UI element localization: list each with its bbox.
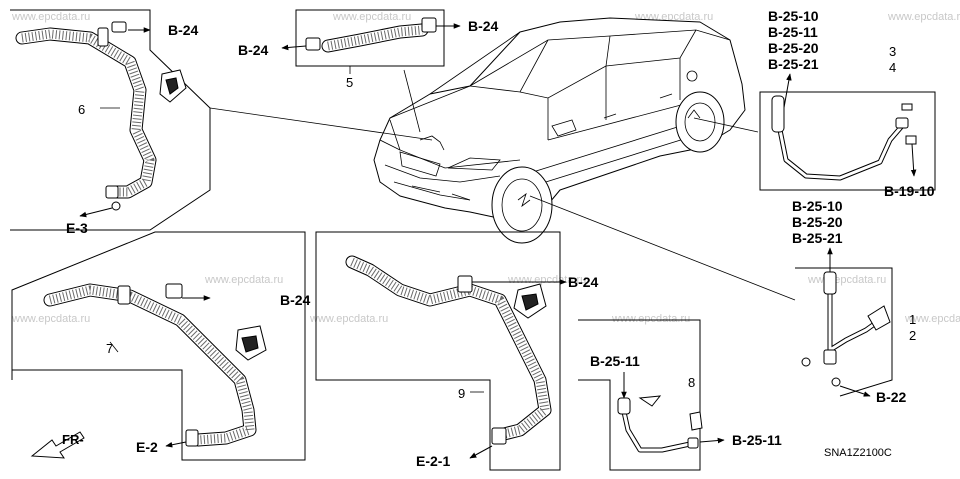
car-illustration bbox=[373, 17, 746, 244]
ref-label: B-24 bbox=[168, 22, 199, 38]
leader-line bbox=[529, 195, 796, 301]
watermark: www.epcdata.ru bbox=[332, 11, 411, 23]
ref-group-top: B-25-21 bbox=[768, 56, 819, 72]
watermark: www.epcdata.ru bbox=[611, 313, 690, 325]
callout-number: 6 bbox=[78, 102, 85, 117]
watermark: www.epcdata.ru bbox=[11, 11, 90, 23]
ref-label: B-25-11 bbox=[590, 353, 640, 369]
leader-line bbox=[403, 69, 421, 133]
part-6-group: 6 B-24 E-3 bbox=[10, 9, 211, 236]
part-1-2-group: B-25-10 B-25-20 B-25-21 1 2 B-22 bbox=[792, 198, 916, 405]
callout-number: 8 bbox=[688, 375, 695, 390]
part-7-group: 7 B-24 E-2 bbox=[11, 231, 311, 461]
leader-line bbox=[209, 107, 433, 141]
watermark: www.epcdata.ru bbox=[11, 313, 90, 325]
watermark: www.epcdata.ru bbox=[204, 274, 283, 286]
part-frame bbox=[315, 231, 561, 471]
ref-label: E-2 bbox=[136, 439, 158, 455]
callout-number: 9 bbox=[458, 386, 465, 401]
part-5-group: 5 B-24 B-24 bbox=[238, 9, 499, 90]
ref-label: B-24 bbox=[468, 18, 499, 34]
ref-group-top: B-25-11 bbox=[768, 24, 818, 40]
watermark: www.epcdata.ru bbox=[887, 11, 960, 23]
front-direction-indicator: FR- bbox=[30, 431, 85, 459]
ref-group-mid: B-25-21 bbox=[792, 230, 843, 246]
part-3-4-group: B-25-10 B-25-11 B-25-20 B-25-21 3 4 B-19… bbox=[759, 8, 936, 199]
part-9-group: 9 B-24 E-2-1 bbox=[315, 231, 599, 471]
callout-number: 2 bbox=[909, 328, 916, 343]
part-frame bbox=[578, 319, 701, 471]
ref-label: B-24 bbox=[280, 292, 311, 308]
leader-line bbox=[693, 117, 759, 133]
part-frame bbox=[795, 267, 893, 397]
ref-label: B-24 bbox=[238, 42, 269, 58]
part-frame bbox=[10, 9, 211, 231]
ref-group-top: B-25-20 bbox=[768, 40, 819, 56]
callout-number: 1 bbox=[909, 312, 916, 327]
part-frame bbox=[295, 9, 445, 67]
ref-label: B-19-10 bbox=[884, 183, 935, 199]
part-8-group: 8 B-25-11 B-25-11 bbox=[578, 319, 782, 471]
ref-group-mid: B-25-10 bbox=[792, 198, 843, 214]
ref-group-top: B-25-10 bbox=[768, 8, 819, 24]
callout-number: 3 bbox=[889, 44, 896, 59]
callout-number: 7 bbox=[106, 341, 113, 356]
ref-label: B-25-11 bbox=[732, 432, 782, 448]
ref-label: B-22 bbox=[876, 389, 907, 405]
watermark: www.epcdata.ru bbox=[904, 313, 960, 325]
part-frame bbox=[11, 231, 306, 461]
callout-number: 4 bbox=[889, 60, 896, 75]
watermark: www.epcdata.ru bbox=[309, 313, 388, 325]
drawing-code: SNA1Z2100C bbox=[824, 447, 892, 459]
watermark: www.epcdata.ru bbox=[807, 274, 886, 286]
ref-group-mid: B-25-20 bbox=[792, 214, 843, 230]
ref-label: B-24 bbox=[568, 274, 599, 290]
part-frame bbox=[759, 91, 936, 191]
ref-label: E-2-1 bbox=[416, 453, 450, 469]
fr-label: FR- bbox=[62, 432, 84, 447]
callout-number: 5 bbox=[346, 75, 353, 90]
ref-label: E-3 bbox=[66, 220, 88, 236]
